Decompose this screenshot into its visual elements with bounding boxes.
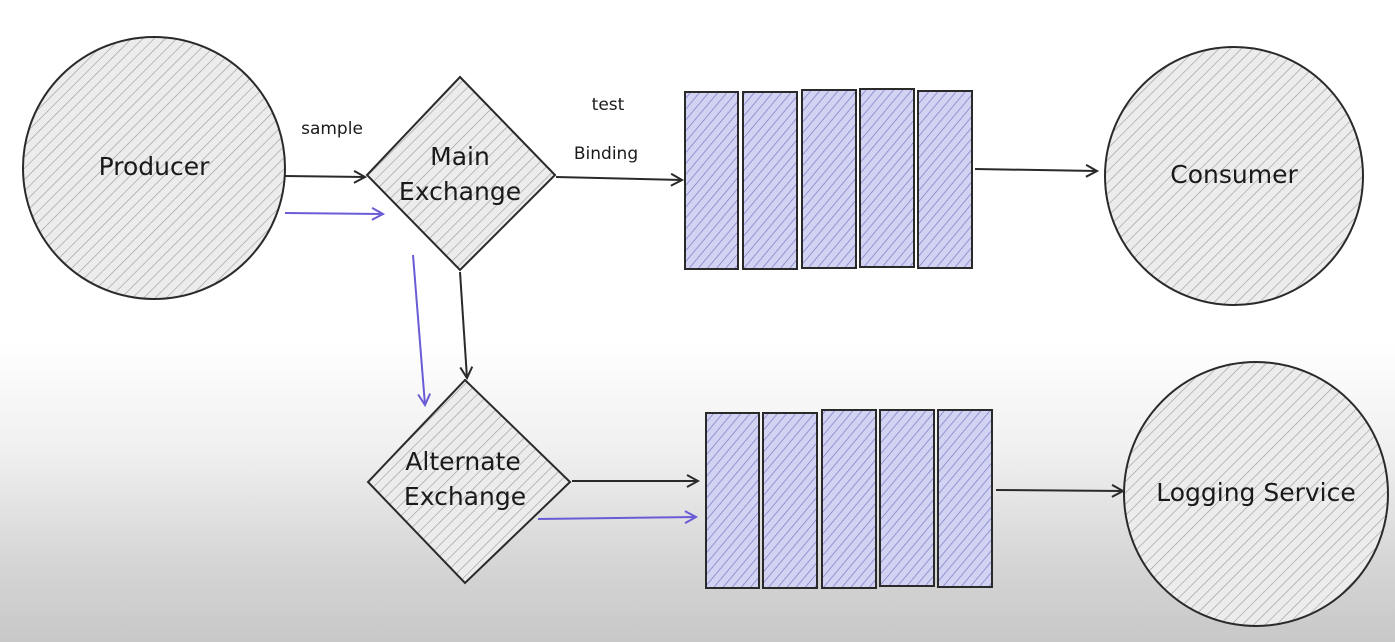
arrow-queue-to-consumer [974,169,1097,171]
consumer-label: Consumer [1170,160,1298,189]
queue-segment [937,409,993,588]
logging-service-label: Logging Service [1156,478,1356,507]
main-exchange-label-line2: Exchange [399,177,521,206]
main-exchange-node: Main Exchange [365,75,557,272]
edge-label-sample: sample [301,119,363,139]
arrow-producer-to-main-purple [284,213,383,214]
arrow-main-to-alternate [459,271,467,378]
queue-segment [917,90,973,269]
queue-segment [762,412,818,589]
queue-segment [705,412,760,589]
arrow-main-to-queue [555,177,682,180]
alternate-queue [705,409,993,589]
main-exchange-label-line1: Main [430,142,490,171]
queue-segment [742,91,798,270]
alternate-exchange-label-line2: Exchange [404,482,526,511]
alternate-exchange-label-line1: Alternate [405,447,520,476]
main-queue [684,88,973,270]
producer-label: Producer [99,152,211,181]
queue-segment [801,89,857,269]
arrow-alternate-to-queue-purple [537,517,696,519]
queue-segment [859,88,915,268]
queue-segment [684,91,739,270]
queue-segment [821,409,877,589]
arrow-main-to-alternate-purple [412,254,425,405]
consumer-node: Consumer [1104,46,1364,306]
producer-node: Producer [22,36,286,300]
queue-segment [879,409,935,587]
arrow-queue-to-logging [995,490,1123,491]
edge-label-binding: Binding [574,144,638,164]
arrow-producer-to-main [284,176,365,177]
alternate-exchange-node: Alternate Exchange [366,378,572,585]
edge-label-test: test [592,95,625,115]
logging-service-node: Logging Service [1123,361,1389,627]
